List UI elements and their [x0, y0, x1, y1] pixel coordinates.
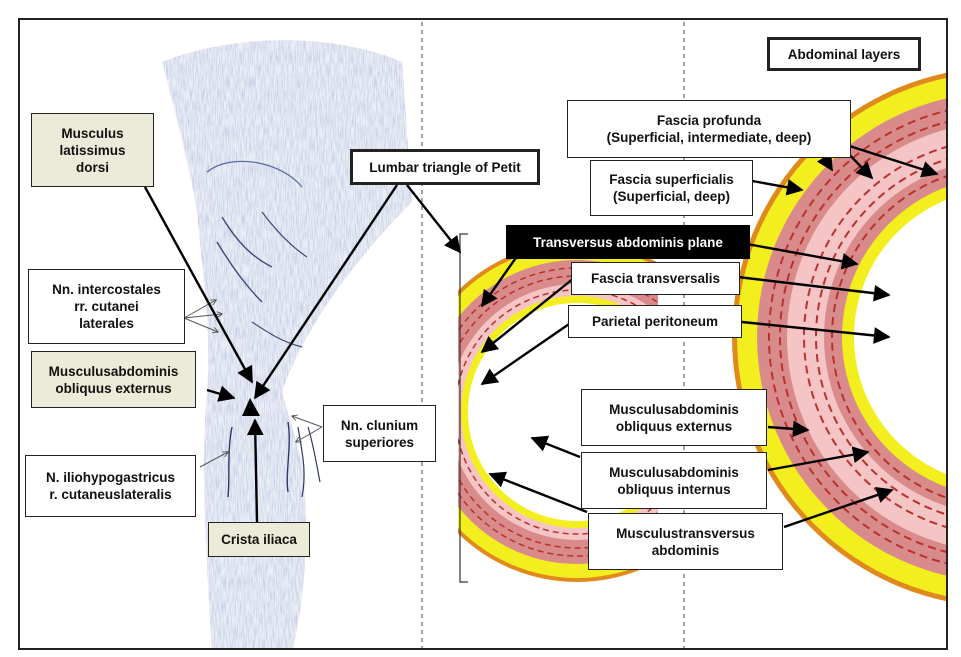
figure-frame: Abdominal layers Musculus latissimus dor…	[18, 18, 948, 650]
label-musculus-transversus: Musculustransversus abdominis	[588, 513, 783, 570]
back-sketch	[162, 40, 412, 650]
label-n-iliohypogastricus: N. iliohypogastricus r. cutaneuslaterali…	[25, 455, 196, 517]
label-musculus-latissimus-dorsi: Musculus latissimus dorsi	[31, 113, 154, 187]
label-nn-intercostales: Nn. intercostales rr. cutanei laterales	[28, 269, 185, 344]
label-fascia-transversalis: Fascia transversalis	[571, 262, 740, 295]
label-obliquus-externus-left: Musculusabdominis obliquus externus	[31, 351, 196, 408]
label-obliquus-externus-right: Musculusabdominis obliquus externus	[581, 389, 767, 446]
label-abdominal-layers: Abdominal layers	[767, 37, 921, 71]
label-obliquus-internus: Musculusabdominis obliquus internus	[581, 452, 767, 509]
label-crista-iliaca: Crista iliaca	[208, 522, 310, 557]
label-nn-clunium-superiores: Nn. clunium superiores	[323, 405, 436, 462]
label-fascia-profunda: Fascia profunda (Superficial, intermedia…	[567, 100, 851, 158]
label-transversus-abdominis-plane: Transversus abdominis plane	[506, 225, 750, 259]
label-fascia-superficialis: Fascia superficialis (Superficial, deep)	[590, 160, 753, 216]
label-parietal-peritoneum: Parietal peritoneum	[568, 305, 742, 338]
label-lumbar-triangle: Lumbar triangle of Petit	[350, 149, 540, 185]
